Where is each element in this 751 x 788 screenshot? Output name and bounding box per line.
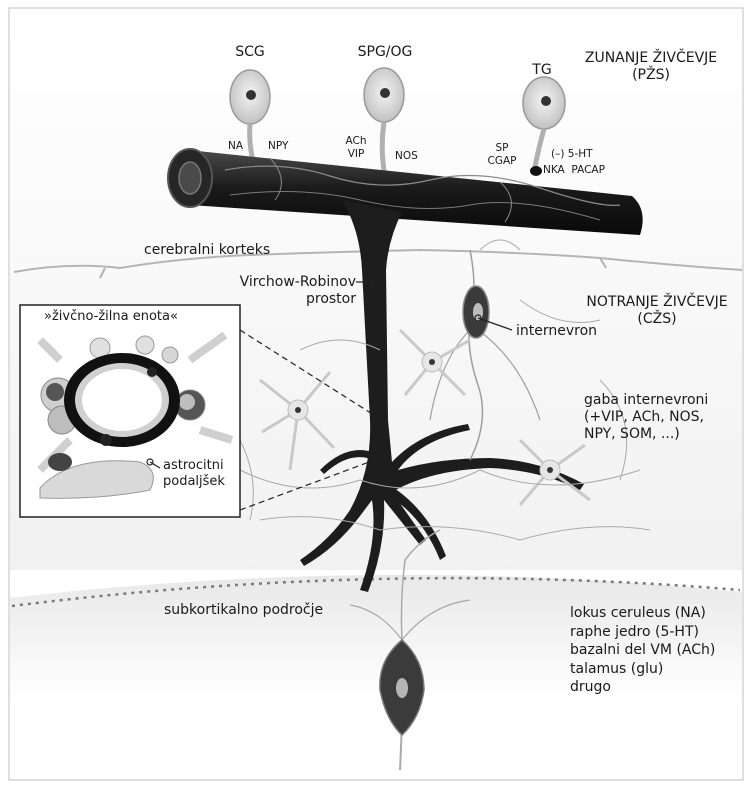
label-gaba-interneurons: gaba internevroni (+VIP, ACh, NOS, NPY, …: [584, 392, 708, 443]
label-npy: NPY: [268, 140, 288, 153]
label-neurovascular-unit: »živčno-žilna enota«: [44, 309, 178, 325]
label-subcortical-sources: lokus ceruleus (NA) raphe jedro (5-HT) b…: [570, 604, 715, 697]
label-astrocyte-endfoot: astrocitni podaljšek: [163, 458, 225, 490]
label-subcortical: subkortikalno področje: [164, 602, 323, 619]
label-inner-nerves: NOTRANJE ŽIVČEVJE (CŽS): [576, 294, 738, 328]
label-virchow-robin: Virchow-Robinov prostor: [228, 274, 356, 308]
label-cortex: cerebralni korteks: [144, 242, 270, 259]
label-5ht: (–) 5-HT: [551, 148, 593, 161]
label-nka-pacap: NKA PACAP: [543, 164, 605, 177]
label-scg: SCG: [224, 44, 276, 61]
label-tg: TG: [518, 62, 566, 79]
label-sp-cgap: SP CGAP: [483, 142, 521, 168]
label-na: NA: [228, 140, 243, 153]
label-nos: NOS: [395, 150, 418, 163]
label-interneuron: internevron: [516, 323, 597, 340]
label-spg-og: SPG/OG: [350, 44, 420, 61]
label-outer-nerves: ZUNANJE ŽIVČEVJE (PŽS): [576, 50, 726, 84]
label-ach-vip: ACh VIP: [342, 135, 370, 161]
